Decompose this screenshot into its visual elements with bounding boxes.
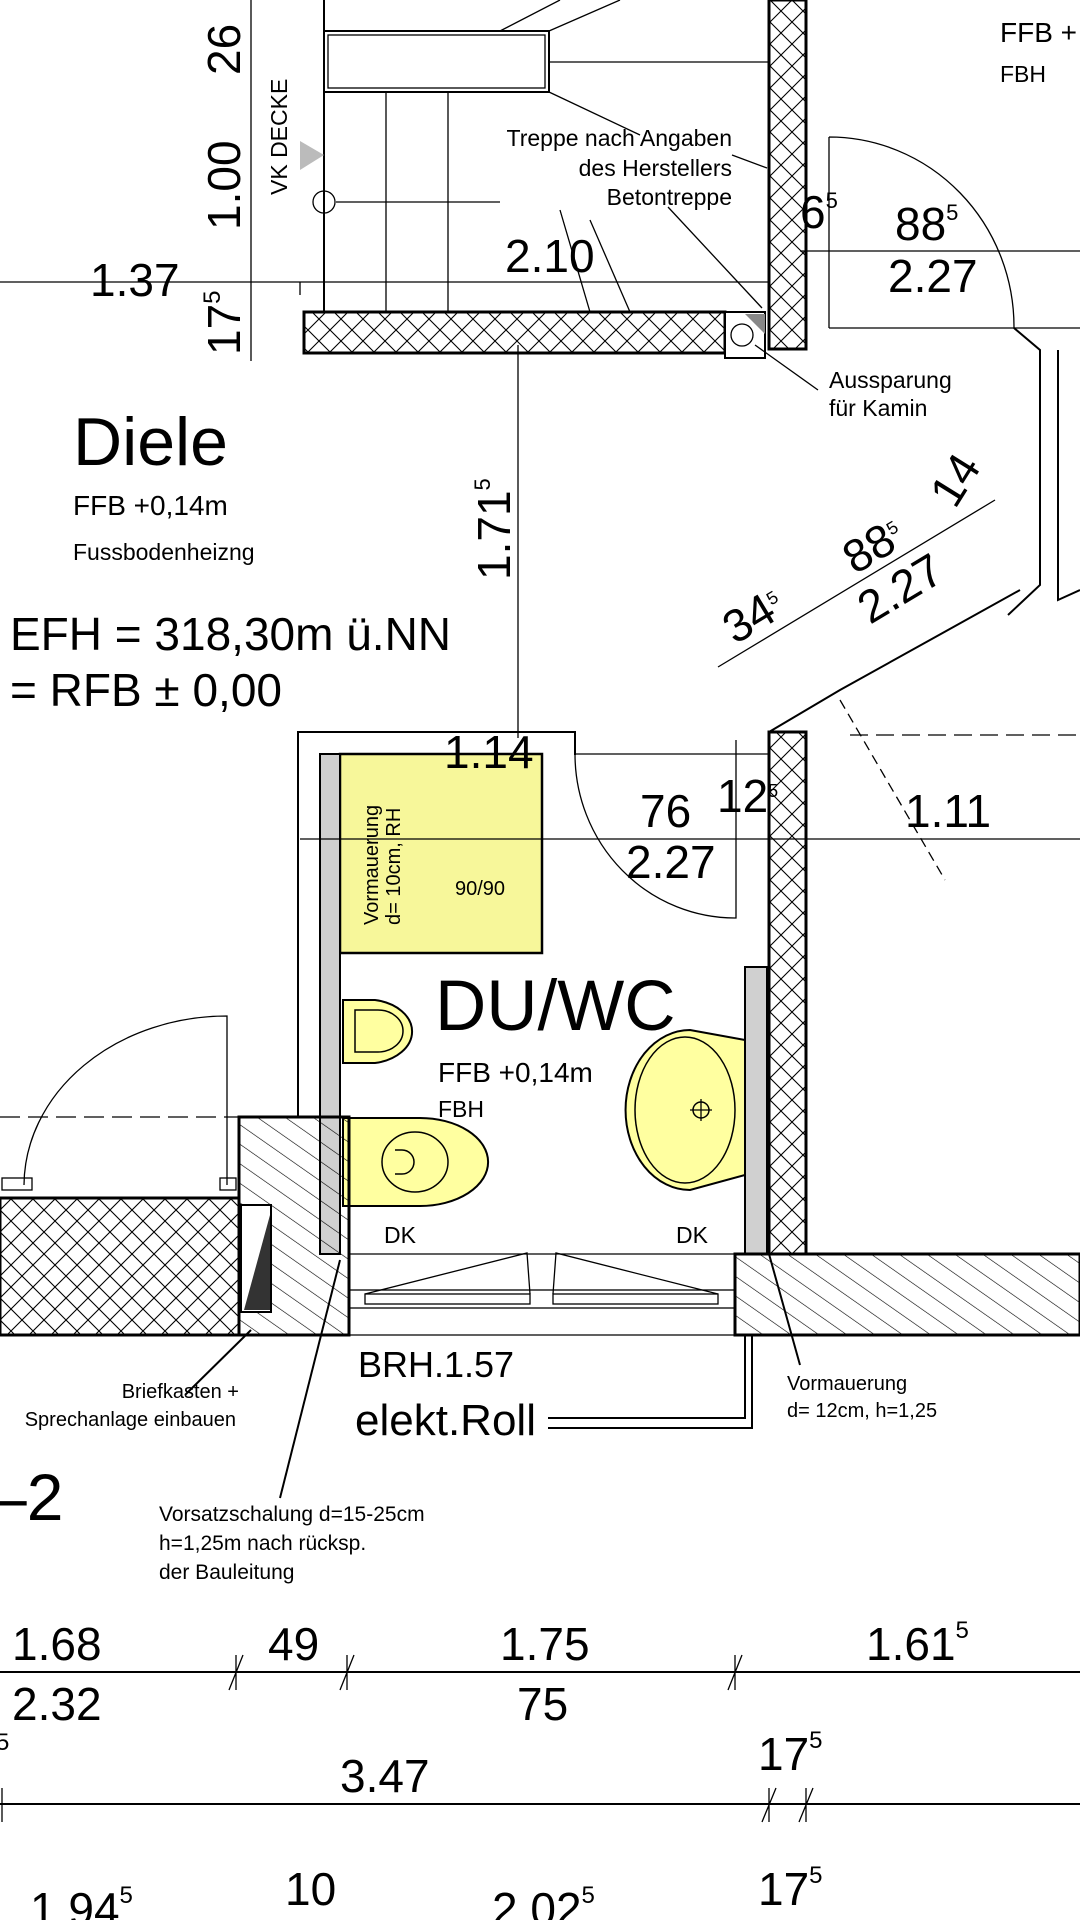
dim-2-32: 2.32: [12, 1678, 102, 1730]
washbasin-icon: [624, 1028, 746, 1192]
shower-tray: [338, 752, 544, 955]
duwc-heating: FBH: [438, 1096, 484, 1122]
dim-1-71-5: 1.715: [468, 478, 520, 580]
wall-lining-right: [744, 966, 768, 1255]
elevation-efh: EFH = 318,30m ü.NN: [10, 608, 451, 660]
roll-label: elekt.Roll: [355, 1396, 536, 1445]
dim-2-10: 2.10: [505, 230, 595, 282]
dim-1-37: 1.37: [90, 254, 180, 306]
dim-1-00: 1.00: [198, 140, 250, 230]
dim-34-5: 345: [713, 577, 792, 653]
left-crosshatched-wall: [0, 1196, 241, 1337]
level-triangle-icon: [300, 141, 324, 170]
briefkasten-note: Briefkasten +Sprechanlage einbauen: [25, 1381, 239, 1431]
dim-2-27-door: 2.27: [626, 836, 716, 888]
dk-label-right: DK: [676, 1222, 709, 1248]
diele-floor: FFB +0,14m: [73, 490, 228, 521]
elevation-rfb: = RFB ± 0,00: [10, 664, 282, 716]
door-swing: [828, 136, 1015, 329]
dim-26: 26: [198, 24, 250, 75]
staircase: [300, 0, 808, 359]
dim-17-5: 175: [198, 290, 250, 355]
brh-label: BRH.1.57: [358, 1344, 514, 1385]
right-room-floor: FFB +: [1000, 17, 1077, 48]
dim-1-75: 1.75: [500, 1618, 590, 1670]
stair-right-wall: [767, 0, 808, 351]
toilet-icon: [342, 1117, 490, 1207]
dim-1-14: 1.14: [444, 726, 534, 778]
dim-6-5: 65: [800, 186, 838, 238]
dk-label-left: DK: [384, 1222, 417, 1248]
bathroom: [297, 730, 808, 1256]
right-room-heating: FBH: [1000, 61, 1046, 87]
stair-wall: [302, 310, 727, 355]
dim-1-68: 1.68: [12, 1618, 102, 1670]
duwc-floor: FFB +0,14m: [438, 1057, 593, 1088]
dim-75: 75: [517, 1678, 568, 1730]
dim-10: 10: [285, 1863, 336, 1915]
room-name-duwc: DU/WC: [435, 967, 676, 1046]
bathroom-right-wall: [767, 730, 808, 1256]
dim-1-61-5: 1.615: [866, 1617, 969, 1670]
dim-14: 14: [919, 444, 990, 515]
dim-17-5-b: 175: [758, 1727, 823, 1780]
dim-88-5: 885: [895, 198, 958, 250]
dim-1-94-5: 1.945: [30, 1882, 133, 1920]
section-mark: –2: [0, 1460, 63, 1534]
dim-2-27: 2.27: [888, 250, 978, 302]
window: [348, 1252, 736, 1336]
dim-1-11: 1.11: [905, 785, 991, 837]
shower-size: 90/90: [455, 878, 505, 900]
dim-12-5: 125: [717, 770, 778, 822]
right-hatched-wall: [733, 1252, 1080, 1337]
room-name-diele: Diele: [73, 404, 228, 480]
dim-49: 49: [268, 1618, 319, 1670]
stair-start-circle-icon: [312, 190, 336, 214]
left-door-swing: [23, 1015, 228, 1186]
dim-2-02-5: 2.025: [492, 1882, 595, 1920]
mailbox-wedge: [244, 1215, 270, 1310]
diele-heating: Fussbodenheizng: [73, 539, 255, 565]
dim-76: 76: [640, 785, 691, 837]
dim-17-5-c: 175: [758, 1862, 823, 1915]
bathroom-door-swing: [574, 740, 737, 919]
dim-3-47: 3.47: [340, 1750, 430, 1802]
dim-5: 5: [0, 1729, 9, 1756]
vormauerung-shower-note: Vormauerungd= 10cm, RH: [361, 805, 405, 925]
vk-decke-label: VK DECKE: [266, 79, 292, 195]
